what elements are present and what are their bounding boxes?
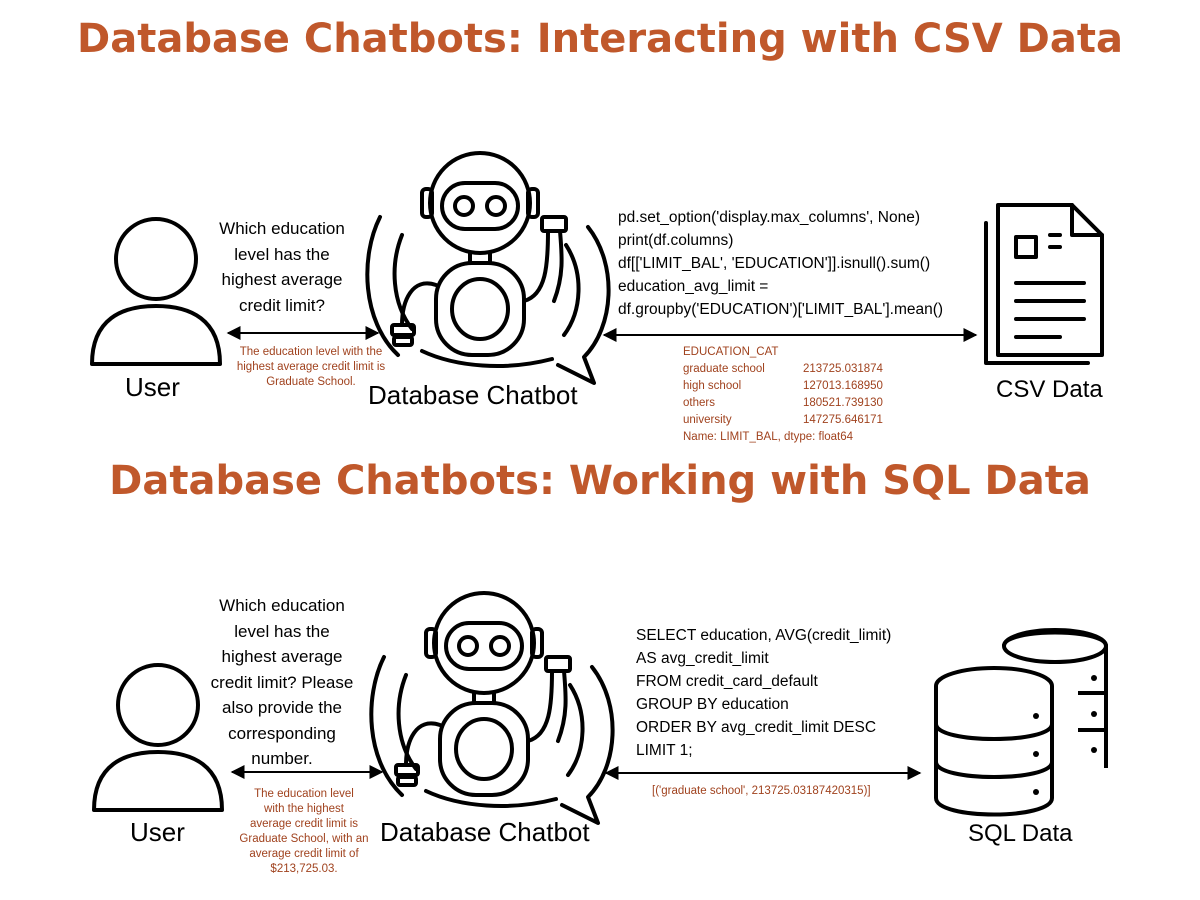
result-category: high school (683, 380, 742, 392)
robot-icon (369, 591, 615, 825)
pandas-code: pd.set_option('display.max_columns', Non… (618, 209, 944, 318)
result-value: 180521.739130 (803, 397, 883, 409)
csv-data-label: CSV Data (996, 376, 1103, 403)
result-row: university 147275.646171 (683, 412, 883, 429)
robot-icon (365, 151, 611, 385)
chatbot-answer: The education level with the highest ave… (239, 788, 369, 875)
result-row: high school 127013.168950 (683, 378, 883, 395)
pandas-result: EDUCATION_CAT graduate school 213725.0318… (683, 344, 883, 446)
user-label: User (125, 372, 180, 402)
result-row: graduate school 213725.031874 (683, 361, 883, 378)
result-category: others (683, 397, 715, 409)
result-value: 147275.646171 (803, 414, 883, 426)
sql-data-label: SQL Data (968, 820, 1073, 847)
database-icon (934, 628, 1108, 817)
csv-section-title: Database Chatbots: Interacting with CSV … (77, 16, 1123, 62)
sql-query: SELECT education, AVG(credit_limit) AS a… (636, 627, 892, 759)
sql-section-title: Database Chatbots: Working with SQL Data (109, 458, 1091, 504)
chatbot-label: Database Chatbot (380, 817, 590, 847)
user-question: Which education level has the highest av… (210, 596, 354, 768)
user-chatbot-arrow (226, 326, 380, 340)
user-question: Which education level has the highest av… (219, 219, 345, 315)
result-value: 127013.168950 (803, 380, 883, 392)
document-icon (984, 203, 1104, 365)
result-category: graduate school (683, 363, 765, 375)
result-footer: Name: LIMIT_BAL, dtype: float64 (683, 431, 854, 443)
result-value: 213725.031874 (803, 363, 883, 375)
sql-result: [('graduate school', 213725.03187420315)… (652, 785, 871, 797)
chatbot-sql-arrow (604, 766, 922, 780)
chatbot-label: Database Chatbot (368, 380, 578, 410)
result-header: EDUCATION_CAT (683, 346, 779, 358)
user-chatbot-arrow (230, 765, 384, 779)
user-label: User (130, 817, 185, 847)
result-category: university (683, 414, 732, 426)
chatbot-csv-arrow (602, 328, 978, 342)
result-row: others 180521.739130 (683, 395, 883, 412)
chatbot-answer: The education level with the highest ave… (236, 346, 386, 388)
